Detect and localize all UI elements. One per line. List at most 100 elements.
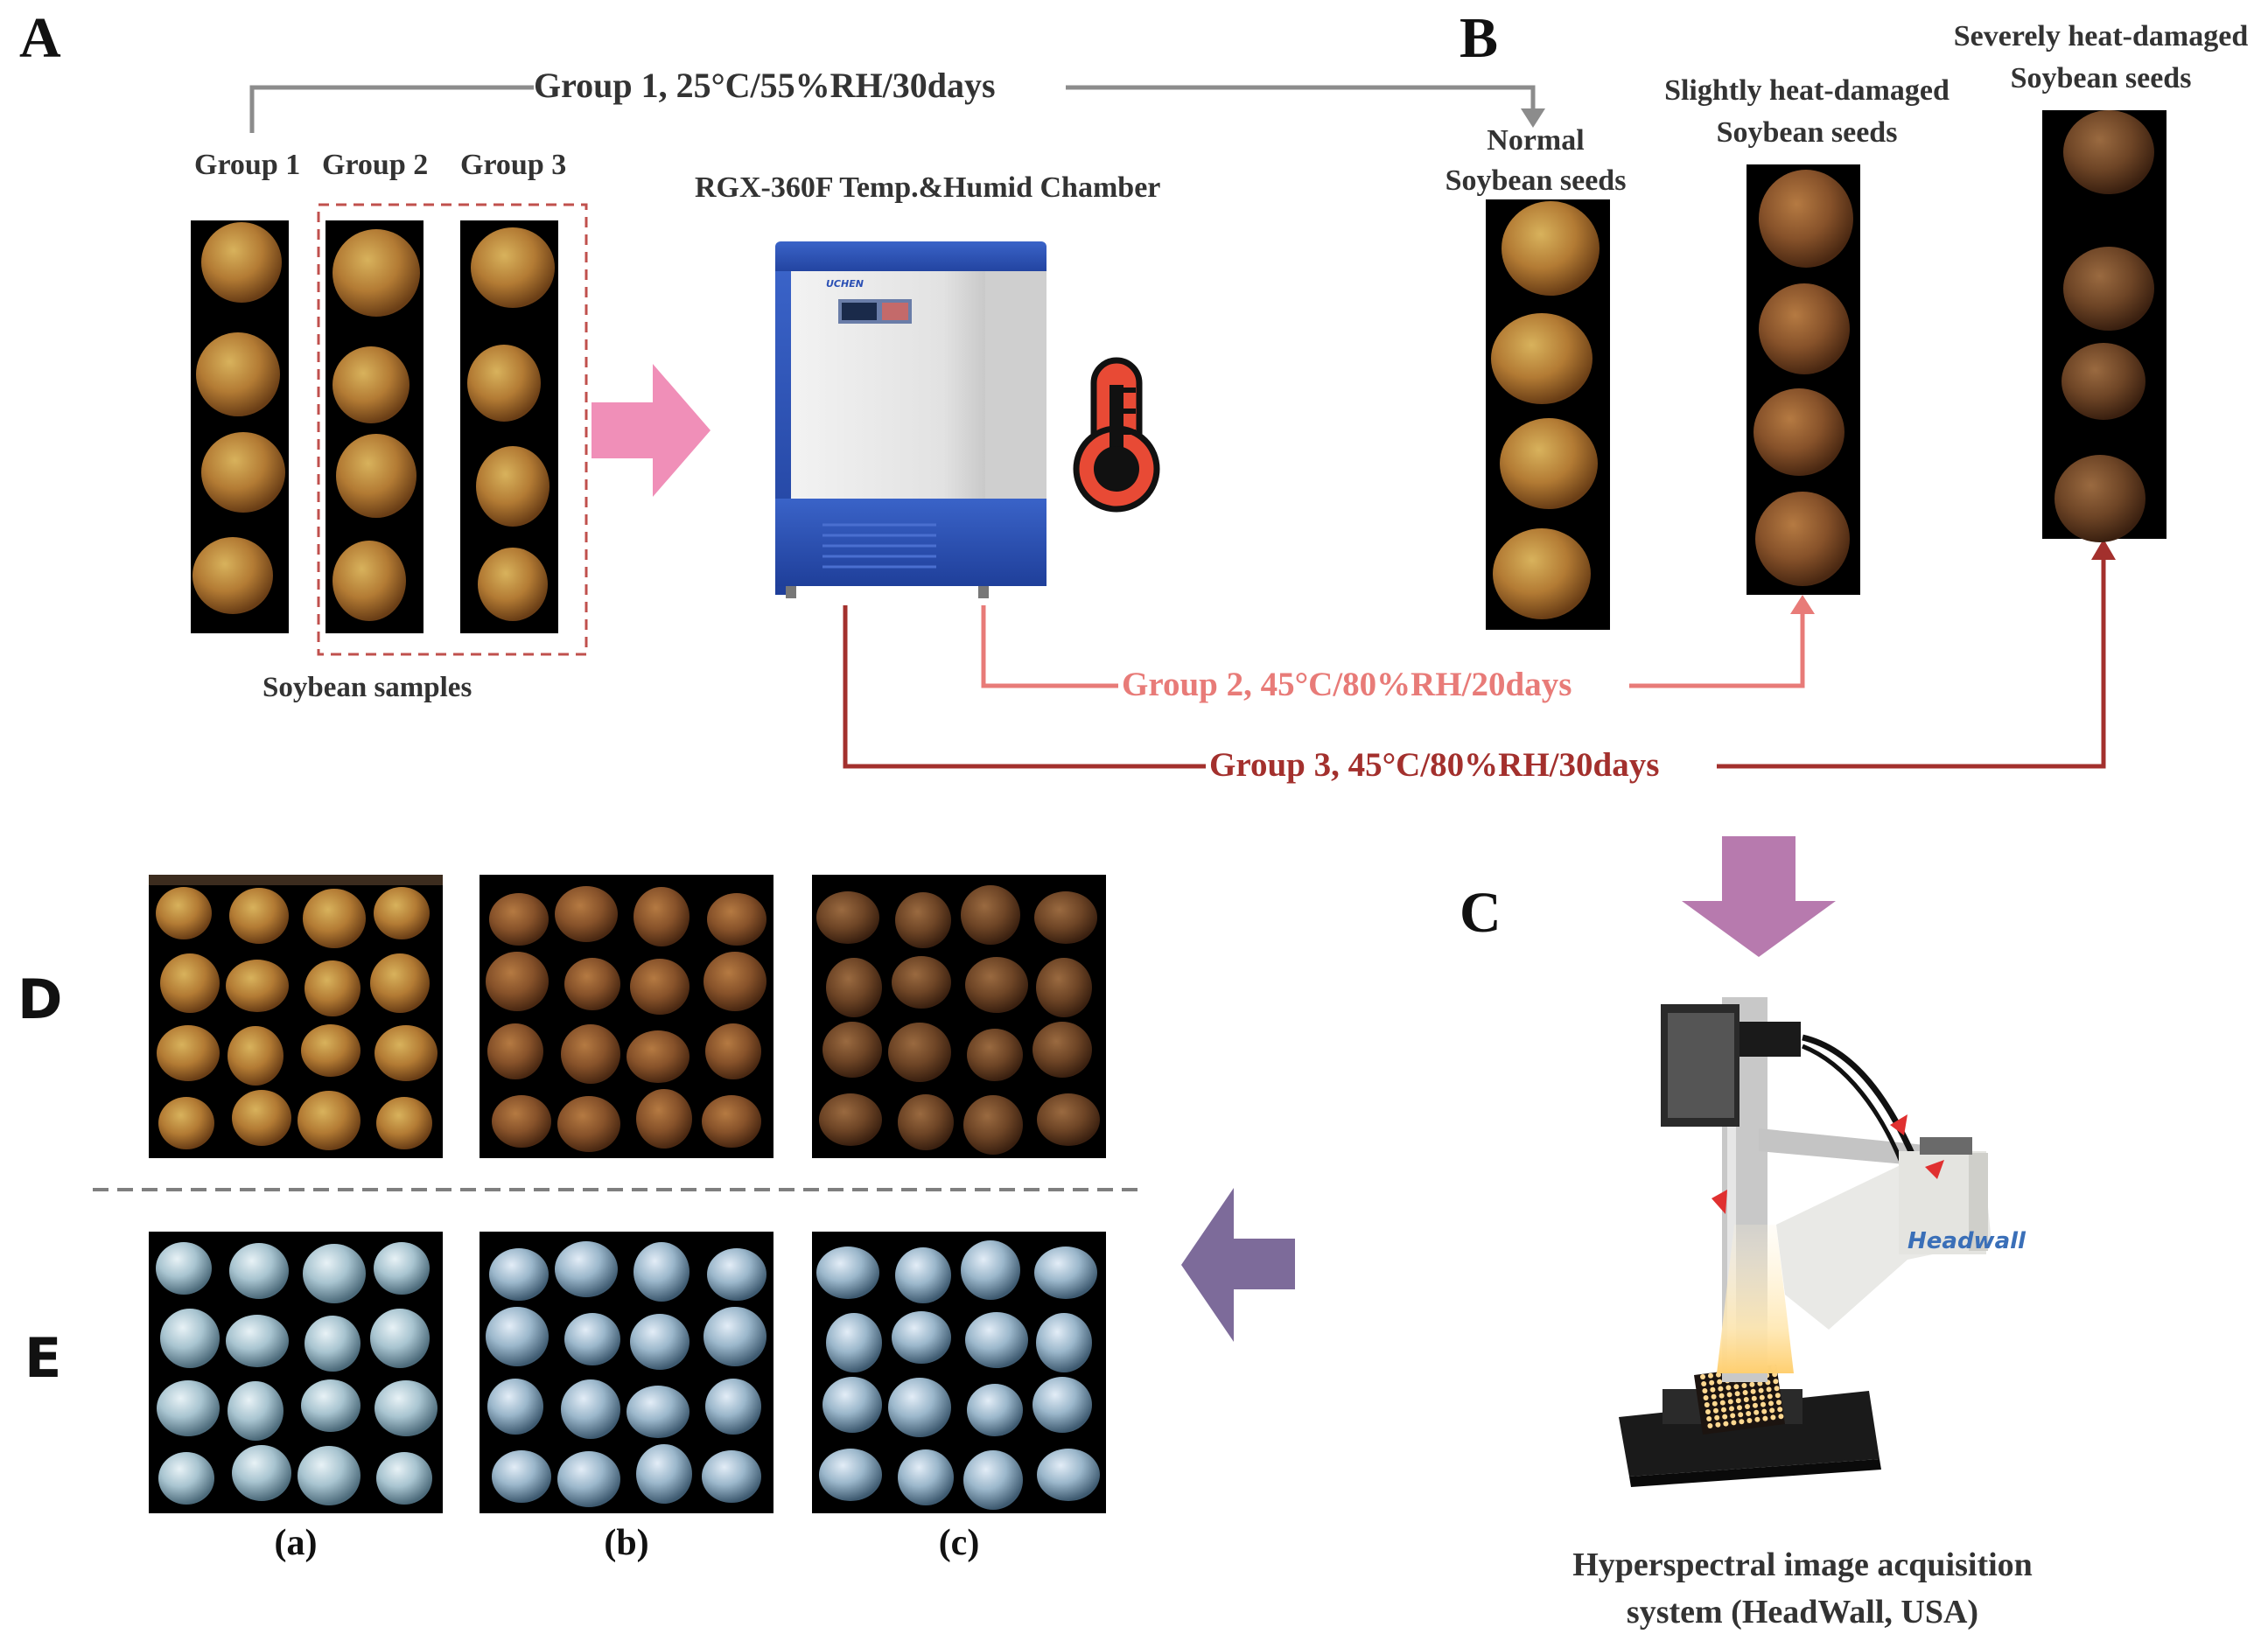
thermometer-icon — [1073, 357, 1160, 513]
hsi-seed — [160, 1309, 220, 1368]
hsi-seed — [898, 1449, 954, 1505]
tray-seed — [1710, 1386, 1716, 1393]
rgb-seed — [819, 1093, 882, 1146]
normal-seeds-label: Normal Soybean seeds — [1418, 121, 1654, 201]
hsi-seed — [229, 1243, 289, 1299]
rgb-seed — [1034, 891, 1097, 944]
hsi-seed — [626, 1386, 690, 1438]
rgb-seed — [156, 887, 212, 939]
rgb-seed — [630, 959, 690, 1015]
panel-letter-b: B — [1460, 6, 1499, 70]
hsi-seed — [636, 1444, 692, 1504]
tray-seed — [1738, 1412, 1744, 1418]
group-label-3: Group 3 — [460, 149, 567, 181]
rgb-seed — [303, 889, 366, 948]
hsi-seed — [301, 1379, 360, 1432]
tray-seed — [1714, 1414, 1720, 1421]
hsi-seed — [704, 1307, 766, 1366]
tray-seed — [1726, 1392, 1732, 1398]
hsi-seed — [705, 1379, 761, 1435]
rgb-seed — [489, 893, 549, 946]
hyperspectral-caption-line2: system (HeadWall, USA) — [1626, 1594, 1979, 1631]
hsi-seed — [702, 1450, 761, 1503]
hsi-seed — [1034, 1246, 1097, 1299]
purple-down-arrow — [1682, 836, 1836, 957]
hsi-seed — [961, 1240, 1020, 1300]
tray-seed — [1703, 1395, 1709, 1400]
rgb-seed — [826, 958, 882, 1017]
rgb-seed — [965, 957, 1028, 1013]
hsi-seed — [561, 1379, 620, 1439]
hsi-seed — [826, 1313, 882, 1372]
rgb-seed — [301, 1024, 360, 1077]
rgb-seed — [561, 1024, 620, 1084]
tray-seed — [1735, 1398, 1741, 1404]
tray-seed — [1754, 1409, 1760, 1415]
group3-condition-label: Group 3, 45°C/80%RH/30days — [1209, 746, 1660, 784]
rgb-seed-grid — [156, 885, 1100, 1155]
rgb-seed — [374, 887, 430, 939]
hsi-seed — [156, 1242, 212, 1295]
rgb-seed — [816, 891, 879, 944]
tray-seed — [1727, 1399, 1733, 1405]
rgb-seed — [298, 1091, 360, 1150]
tray-seed — [1739, 1419, 1745, 1425]
group3-connector — [843, 539, 2116, 769]
tray-seed — [1751, 1395, 1757, 1401]
hsi-seed — [1032, 1377, 1092, 1433]
tray-seed — [1773, 1379, 1779, 1385]
tray-seed — [1711, 1393, 1717, 1400]
rgb-seed — [564, 958, 620, 1010]
tray-seed — [1758, 1387, 1764, 1393]
sublabel-a: (a) — [274, 1523, 318, 1563]
rgb-seed — [157, 1025, 220, 1081]
slight-damage-label: Slightly heat-damaged Soybean seeds — [1645, 70, 1969, 154]
hsi-seed — [489, 1248, 549, 1301]
hsi-seed — [967, 1384, 1023, 1436]
rgb-seed — [702, 1095, 761, 1148]
hsi-seed — [895, 1247, 951, 1303]
hsi-seed — [158, 1452, 214, 1505]
tray-seed — [1768, 1400, 1774, 1407]
group-label-1: Group 1 — [194, 149, 301, 181]
tray-seed — [1770, 1414, 1776, 1421]
tray-seed — [1749, 1381, 1755, 1387]
seed-strip-group2 — [326, 220, 424, 633]
tray-seed — [1731, 1420, 1737, 1426]
rgb-seed — [1036, 958, 1092, 1017]
rgb-seed — [967, 1029, 1023, 1081]
tray-seed — [1734, 1391, 1740, 1397]
tray-seed — [1761, 1408, 1768, 1414]
tray-seed — [1715, 1421, 1721, 1428]
tray-seed — [1726, 1385, 1732, 1391]
soybean-samples-label: Soybean samples — [262, 672, 472, 703]
group2-connector — [981, 595, 1815, 688]
purple-left-arrow — [1181, 1188, 1295, 1342]
group-label-2: Group 2 — [322, 149, 429, 181]
panel-letter-a: A — [19, 6, 61, 70]
rgb-seed — [374, 1025, 438, 1081]
rgb-seed — [486, 952, 549, 1011]
hsi-seed — [1036, 1313, 1092, 1372]
hsi-seed — [226, 1315, 289, 1367]
tray-seed — [1723, 1421, 1729, 1427]
seed-strip-slightly-damaged — [1746, 164, 1860, 595]
rgb-seed — [961, 885, 1020, 945]
tray-seed — [1718, 1393, 1725, 1399]
tray-seed — [1774, 1386, 1780, 1392]
tray-seed — [1712, 1400, 1718, 1407]
rgb-seed — [892, 956, 951, 1009]
tray-seed — [1750, 1388, 1756, 1394]
hsi-seed — [816, 1246, 879, 1299]
sublabel-b: (b) — [604, 1523, 649, 1563]
panel-letter-c: C — [1460, 881, 1502, 945]
climate-chamber — [775, 241, 1046, 598]
tray-seed — [1706, 1416, 1712, 1421]
tray-seed — [1746, 1411, 1752, 1416]
tray-seed — [1707, 1423, 1713, 1428]
rgb-seed — [557, 1096, 620, 1152]
rgb-seed — [963, 1095, 1023, 1155]
hsi-seed — [487, 1379, 543, 1435]
tray-seed — [1746, 1418, 1753, 1423]
